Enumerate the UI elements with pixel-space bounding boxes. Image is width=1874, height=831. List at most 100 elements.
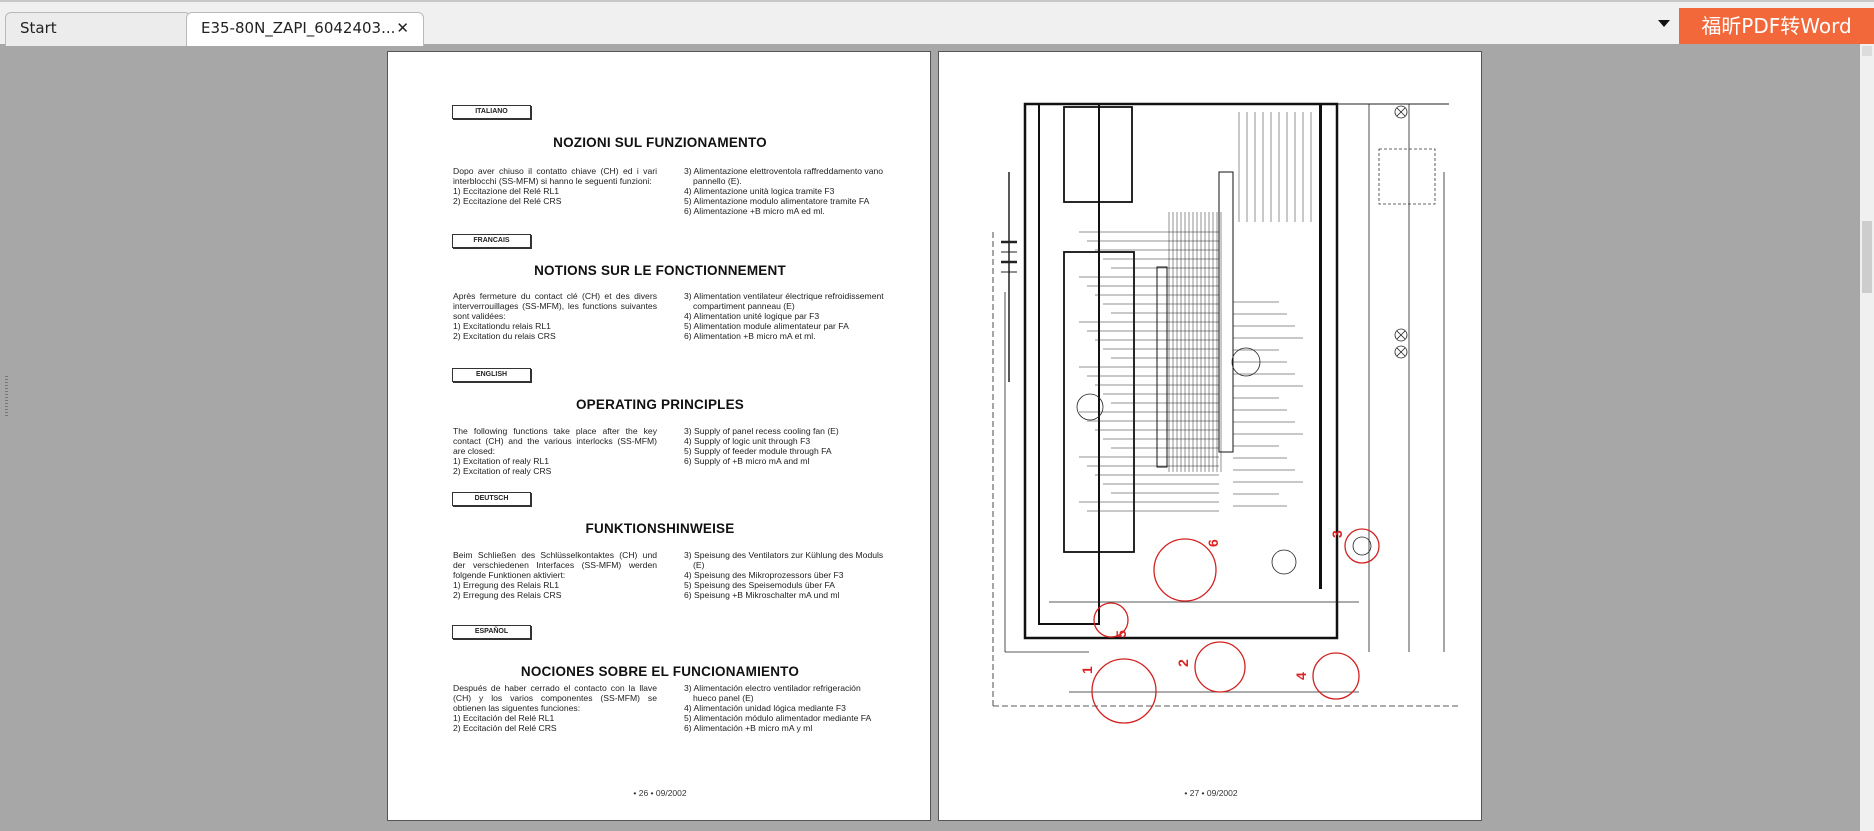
section-title: NOTIONS SUR LE FONCTIONNEMENT [534,263,786,278]
callout-label: 6 [1205,539,1221,547]
tab-list-dropdown-icon[interactable] [1658,20,1670,27]
body-line: Después de haber cerrado el contacto con… [453,683,660,713]
section-body-left: Après fermeture du contact clé (CH) et d… [453,291,657,341]
body-line: 6) Alimentation +B micro mA et ml. [684,331,816,341]
page-number: • 26 • 09/2002 [633,788,687,798]
body-line: 4) Alimentación unidad lógica mediante F… [684,703,846,713]
fan-motor-icon [1352,536,1372,556]
body-line: 2) Eccitación del Relé CRS [453,723,557,733]
wire [1396,330,1406,340]
body-line: 6) Alimentazione +B micro mA ed ml. [684,206,825,216]
scroll-up-icon[interactable] [1862,46,1872,56]
callout-circle [1153,538,1217,602]
language-label: ITALIANO [452,105,531,119]
body-line: 1) Eccitazione del Relé RL1 [453,186,560,196]
panel-resize-handle[interactable] [5,376,8,418]
language-label: ENGLISH [452,368,531,382]
tab-start[interactable]: Start [5,12,191,46]
close-icon[interactable]: ✕ [396,19,409,37]
body-line: 2) Excitation du relais CRS [453,331,556,341]
frame [1023,102,1339,640]
body-line: 3) Speisung des Ventilators zur Kühlung … [684,550,884,560]
body-line: 2) Excitation of realy CRS [453,466,552,476]
body-line: hueco panel (E) [693,693,754,703]
section-title: NOCIONES SOBRE EL FUNCIONAMIENTO [520,664,800,679]
wire [1396,347,1406,357]
body-line: pannello (E). [693,176,742,186]
body-line: 5) Speisung des Speisemoduls über FA [684,580,835,590]
body-line: 5) Alimentation module alimentateur par … [684,321,849,331]
body-line: 2) Erregung des Relais CRS [453,590,562,600]
relay-box [1378,148,1436,205]
body-line: 6) Speisung +B Mikroschalter mA und ml [684,590,840,600]
body-line: 1) Erregung des Relais RL1 [453,580,560,590]
body-line: 5) Alimentación módulo alimentador media… [684,713,872,723]
lamp-icon [1394,328,1408,342]
body-line: compartiment panneau (E) [693,301,795,311]
section-body-right: 3) Supply of panel recess cooling fan (E… [684,426,884,466]
body-line: 3) Alimentación electro ventilador refri… [684,683,861,693]
scrollbar-thumb[interactable] [1862,221,1872,293]
logic-unit-icon [1231,347,1261,377]
body-line: 4) Alimentazione unità logica tramite F3 [684,186,835,196]
callout-circle [1194,641,1246,693]
callout-label: 2 [1175,659,1191,667]
language-label: DEUTSCH [452,492,531,506]
tab-label: E35-80N_ZAPI_6042403... [201,19,396,37]
body-line: Dopo aver chiuso il contatto chiave (CH)… [453,166,660,186]
body-line: 5) Supply of feeder module through FA [684,446,832,456]
body-line: 2) Eccitazione del Relé CRS [453,196,562,206]
callout-circle [1312,652,1360,700]
body-line: 3) Supply of panel recess cooling fan (E… [684,426,839,436]
callout-circle [1093,602,1129,638]
section-title: OPERATING PRINCIPLES [575,397,745,412]
body-line: 3) Alimentazione elettroventola raffredd… [684,166,884,176]
lamp-icon [1394,105,1408,119]
section-body-left: Después de haber cerrado el contacto con… [453,683,657,733]
page-number: • 27 • 09/2002 [1184,788,1238,798]
section-title: FUNKTIONSHINWEISE [585,521,735,536]
tab-document[interactable]: E35-80N_ZAPI_6042403...✕ [186,12,424,46]
motor-icon [1271,549,1297,575]
body-line: The following functions take place after… [453,426,660,456]
tab-bar: Start E35-80N_ZAPI_6042403...✕ 福昕PDF转Wor… [0,0,1874,46]
language-label: ESPAÑOL [452,625,531,639]
tab-label: Start [20,19,57,37]
body-line: 4) Supply of logic unit through F3 [684,436,811,446]
body-line: 1) Excitationdu relais RL1 [453,321,551,331]
section-body-left: Beim Schließen des Schlüsselkontaktes (C… [453,550,657,600]
section-body-right: 3) Alimentazione elettroventola raffredd… [684,166,884,216]
body-line: 6) Alimentación +B micro mA y ml [684,723,813,733]
vertical-scrollbar[interactable] [1860,44,1874,831]
body-line: 1) Excitation of realy RL1 [453,456,550,466]
body-line: 4) Alimentation unité logique par F3 [684,311,820,321]
body-line: Beim Schließen des Schlüsselkontaktes (C… [453,550,660,580]
callout-circle [1344,528,1380,564]
section-body-right: 3) Alimentation ventilateur électrique r… [684,291,884,341]
section-body-right: 3) Alimentación electro ventilador refri… [684,683,884,733]
frame [1038,103,1100,625]
body-line: 6) Supply of +B micro mA and ml [684,456,810,466]
callout-label: 4 [1293,672,1309,680]
section-body-left: The following functions take place after… [453,426,657,476]
wire [1396,107,1406,117]
body-line: 5) Alimentazione modulo alimentatore tra… [684,196,870,206]
pdf-to-word-button[interactable]: 福昕PDF转Word [1679,8,1874,44]
callout-label: 3 [1329,530,1345,538]
connector [1218,171,1234,453]
body-line: 3) Alimentation ventilateur électrique r… [684,291,884,301]
callout-label: 1 [1079,666,1095,674]
page-26: ITALIANO NOZIONI SUL FUNZIONAMENTO Dopo … [387,51,931,821]
section-title: NOZIONI SUL FUNZIONAMENTO [553,135,767,150]
language-label: FRANCAIS [452,234,531,248]
body-line: Après fermeture du contact clé (CH) et d… [453,291,660,321]
body-line: (E) [693,560,705,570]
frame [1063,251,1135,553]
motor-icon [1076,393,1104,421]
body-line: 1) Eccitación del Relé RL1 [453,713,555,723]
section-body-left: Dopo aver chiuso il contatto chiave (CH)… [453,166,657,206]
lamp-icon [1394,345,1408,359]
frame [1319,104,1322,589]
